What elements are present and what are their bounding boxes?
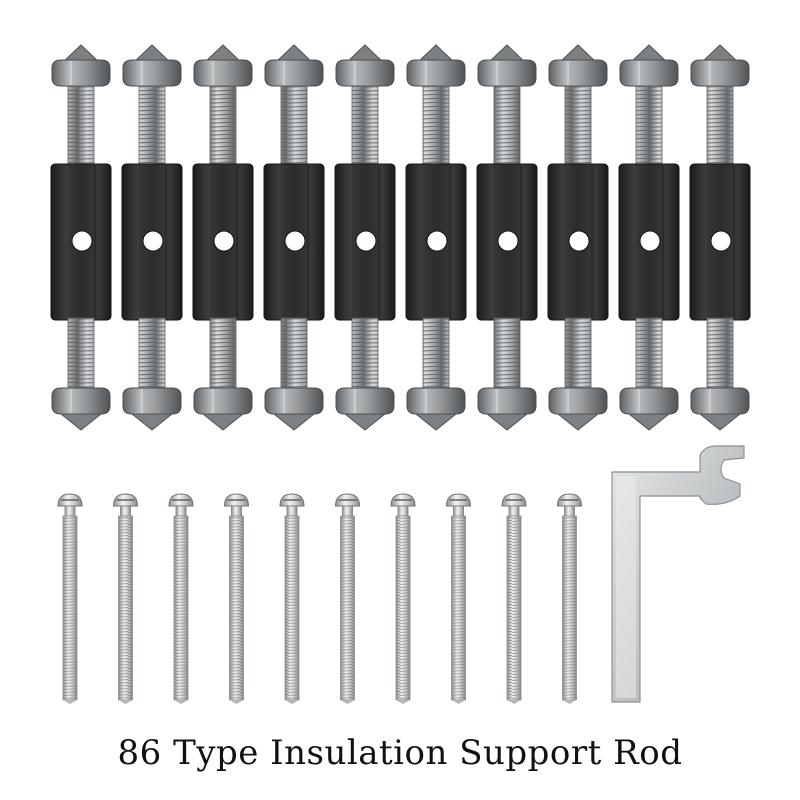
long-machine-screw-icon [112, 493, 139, 704]
threaded-support-rod-icon [405, 44, 467, 431]
screw-row [57, 493, 583, 704]
long-machine-screw-icon [168, 493, 194, 704]
long-machine-screw-icon [223, 493, 250, 704]
long-machine-screw-icon [57, 493, 83, 704]
product-caption: 86 Type Insulation Support Rod [117, 733, 683, 773]
long-machine-screw-icon [556, 493, 583, 704]
threaded-support-rod-icon [50, 44, 112, 431]
long-machine-screw-icon [445, 493, 472, 704]
flat-wrench-icon [611, 445, 745, 703]
threaded-support-rod-icon [121, 44, 183, 431]
threaded-support-rod-icon [476, 44, 538, 431]
threaded-support-rod-icon [263, 44, 325, 431]
support-rod-row [50, 44, 751, 431]
threaded-support-rod-icon [334, 44, 396, 431]
threaded-support-rod-icon [192, 44, 254, 431]
long-machine-screw-icon [390, 493, 416, 704]
long-machine-screw-icon [501, 493, 527, 704]
long-machine-screw-icon [279, 493, 305, 704]
long-machine-screw-icon [334, 493, 361, 704]
threaded-support-rod-icon [689, 44, 751, 431]
threaded-support-rod-icon [547, 44, 609, 431]
threaded-support-rod-icon [618, 44, 680, 431]
